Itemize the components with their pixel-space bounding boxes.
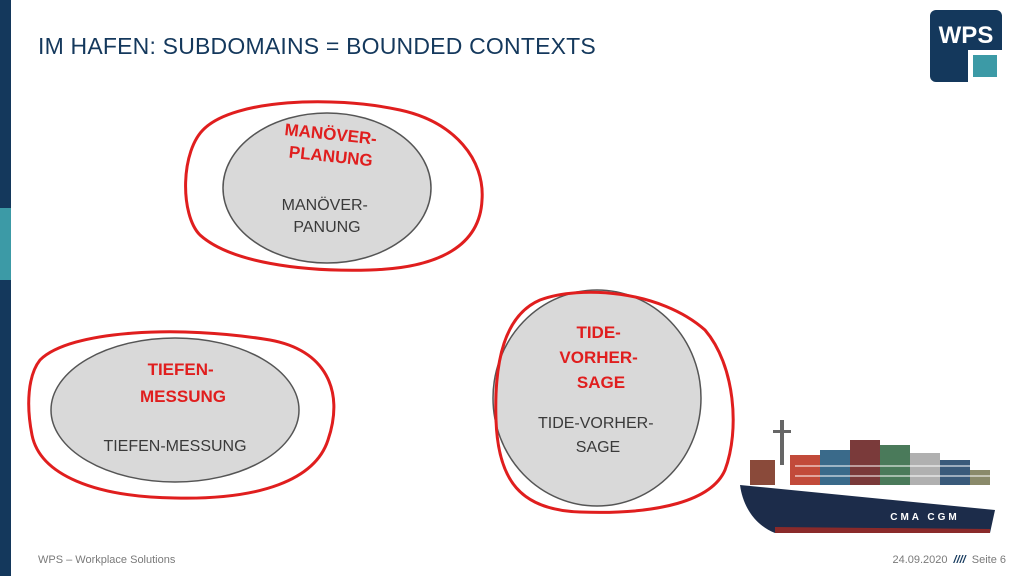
wps-logo: WPS	[930, 10, 1002, 82]
subdomain-label-line: SAGE	[576, 439, 620, 456]
ship-hull	[740, 485, 995, 533]
subdomain-label-line: TIDE-VORHER-	[538, 415, 654, 432]
svg-text:MANÖVER- PLANUNG: MANÖVER- PLANUNG	[281, 120, 382, 171]
context-label-line: VORHER-	[559, 348, 637, 367]
bounded-context-outline-tiefen	[27, 330, 336, 500]
svg-text:TIEFEN-MESSUNG: TIEFEN-MESSUNG	[103, 438, 246, 455]
wps-logo-text: WPS	[939, 22, 994, 49]
subdomain-label-line: TIEFEN-MESSUNG	[103, 438, 246, 455]
left-accent-highlight	[0, 208, 11, 280]
context-label-line: TIDE-	[576, 323, 620, 342]
context-label-line: SAGE	[577, 373, 625, 392]
svg-text:TIDE-VORHER- SAGE: TIDE-VORHER- SAGE	[538, 415, 658, 456]
subdomain-label-line: PANUNG	[293, 219, 360, 236]
footer-meta: 24.09.2020 //// Seite 6	[892, 554, 1006, 566]
context-label-line: TIEFEN-	[148, 360, 214, 379]
context-tiefen-messung: TIEFEN- MESSUNG TIEFEN-MESSUNG	[27, 330, 336, 500]
footer-company: WPS – Workplace Solutions	[38, 554, 176, 566]
context-manoever-planung: MANÖVER- PLANUNG MANÖVER- PANUNG	[184, 100, 484, 272]
svg-text:TIDE- VORHER- SAGE: TIDE- VORHER- SAGE	[559, 323, 642, 392]
subdomain-oval-tide	[492, 289, 702, 507]
svg-text:TIEFEN- MESSUNG: TIEFEN- MESSUNG	[140, 360, 226, 406]
footer-page-number: Seite 6	[971, 554, 1006, 566]
context-tide-vorhersage: TIDE- VORHER- SAGE TIDE-VORHER- SAGE	[492, 289, 735, 514]
footer-separator: ////	[953, 554, 966, 566]
ship-containers	[750, 440, 995, 485]
bounded-context-outline-tide	[494, 290, 735, 514]
slide-title: IM HAFEN: SUBDOMAINS = BOUNDED CONTEXTS	[38, 33, 596, 59]
svg-text:MANÖVER- PANUNG: MANÖVER- PANUNG	[282, 196, 373, 236]
ship-hull-text: CMA CGM	[890, 512, 960, 523]
left-accent-bar	[0, 0, 11, 576]
container-ship-image: CMA CGM	[740, 420, 995, 533]
subdomain-oval-tiefen	[50, 337, 300, 483]
subdomain-oval-manoever	[222, 112, 432, 264]
context-label-line: MESSUNG	[140, 387, 226, 406]
footer-date: 24.09.2020	[892, 554, 948, 566]
bounded-context-outline-manoever	[184, 100, 484, 272]
subdomain-label-line: MANÖVER-	[282, 196, 368, 214]
